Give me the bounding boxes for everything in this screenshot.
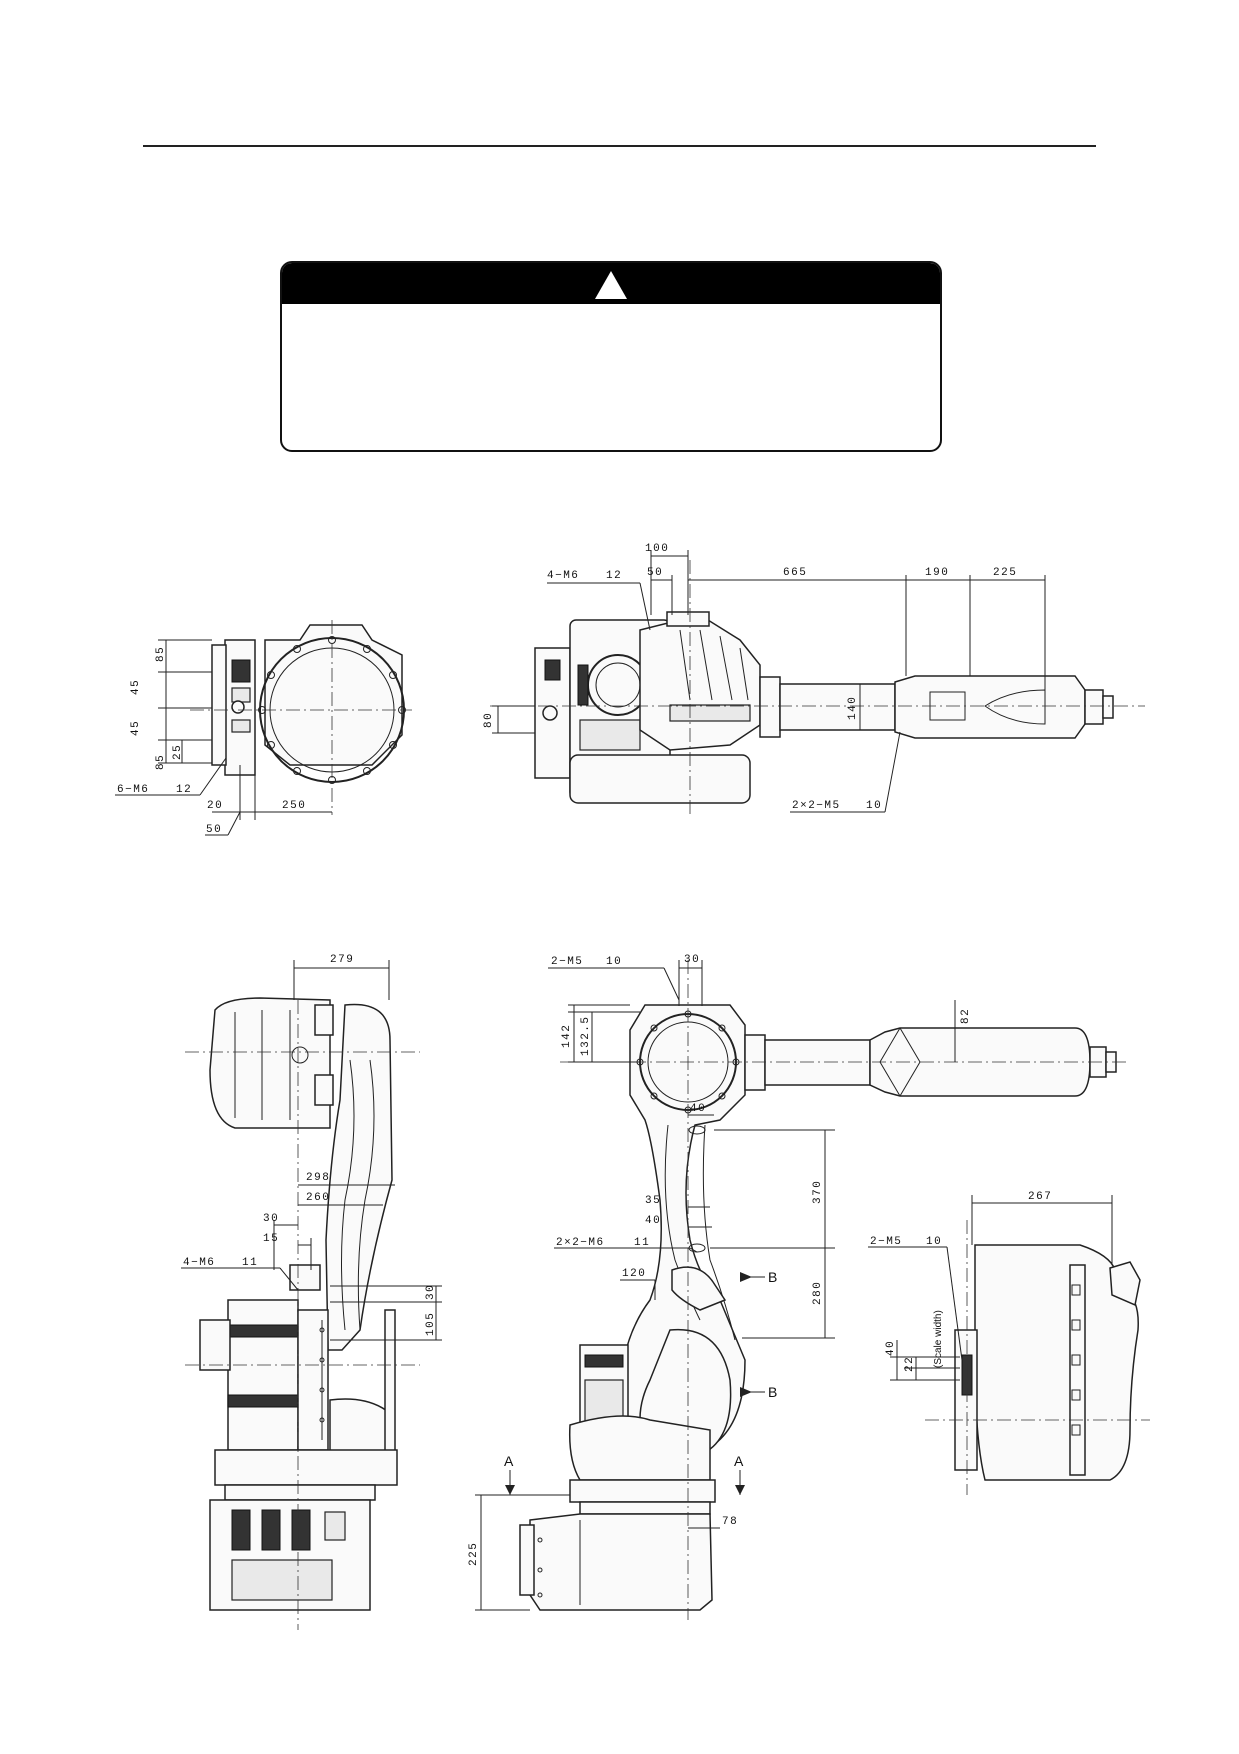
dim-v1-6m6-depth: 12 (176, 784, 192, 796)
dim-v3-15: 15 (263, 1233, 279, 1245)
dim-v5-267: 267 (1028, 1191, 1052, 1203)
dim-v5-2m5: 2−M5 (870, 1236, 902, 1248)
warning-triangle-icon (595, 271, 627, 299)
dim-v4-132-5: 132.5 (580, 1015, 592, 1056)
dim-v2-100: 100 (645, 543, 669, 555)
section-label-b-lower: B (768, 1384, 777, 1400)
warning-header (282, 263, 940, 304)
flange-bolt-holes (258, 636, 406, 784)
dim-v3-298: 298 (306, 1172, 330, 1184)
dim-v5-40: 40 (885, 1340, 897, 1356)
dim-v4-2x2m6-depth: 11 (634, 1237, 650, 1249)
dim-v3-105: 105 (425, 1312, 437, 1336)
dim-v3-30: 30 (263, 1213, 279, 1225)
view-flange-front: 85 45 45 85 25 6−M6 12 20 250 50 (115, 620, 412, 836)
dim-v4-2m5-depth: 10 (606, 956, 622, 968)
view-detail: 267 2−M5 10 40 22 (Scale width) (868, 1191, 1150, 1495)
dim-v1-20: 20 (207, 800, 223, 812)
dim-v3-260: 260 (306, 1192, 330, 1204)
dim-v4-225: 225 (468, 1542, 480, 1566)
dim-v3-279: 279 (330, 954, 354, 966)
dim-v4-142: 142 (561, 1024, 573, 1048)
header-rule (143, 145, 1096, 147)
scale-width-label: (Scale width) (933, 1310, 944, 1368)
dim-v2-190: 190 (925, 567, 949, 579)
section-label-a-left: A (504, 1453, 514, 1469)
dim-v4-30: 30 (684, 954, 700, 966)
dim-v1-85b: 85 (155, 754, 167, 770)
dim-v2-2x2m5-depth: 10 (866, 800, 882, 812)
dim-v4-40: 40 (690, 1103, 706, 1115)
dim-v2-80: 80 (483, 712, 495, 728)
dim-v5-2m5-depth: 10 (926, 1236, 942, 1248)
section-label-b-upper: B (768, 1269, 777, 1285)
dim-v3-4m6-depth: 11 (242, 1257, 258, 1269)
dim-v3-4m6: 4−M6 (183, 1257, 215, 1269)
dim-v2-50: 50 (647, 567, 663, 579)
section-label-a-right: A (734, 1453, 744, 1469)
dim-v5-22: 22 (904, 1356, 916, 1372)
dim-v1-250: 250 (282, 800, 306, 812)
dim-v1-85a: 85 (155, 646, 167, 662)
dim-v2-665: 665 (783, 567, 807, 579)
dim-v2-2x2m5: 2×2−M5 (792, 800, 841, 812)
dim-v4-2m5: 2−M5 (551, 956, 583, 968)
dim-v3-30b: 30 (425, 1284, 437, 1300)
view-side: 2−M5 10 30 142 132.5 82 40 370 35 40 2×2… (468, 954, 1130, 1620)
view-rear: 279 298 260 30 15 4−M6 11 30 105 (181, 954, 442, 1630)
dim-v1-45b: 45 (130, 720, 142, 736)
dim-v4-82: 82 (960, 1008, 972, 1024)
dim-v2-4m6-depth: 12 (606, 570, 622, 582)
dim-v4-2x2m6: 2×2−M6 (556, 1237, 605, 1249)
dim-v2-4m6: 4−M6 (547, 570, 579, 582)
dim-v4-40b: 40 (645, 1215, 661, 1227)
dim-v1-25: 25 (172, 744, 184, 760)
dim-v1-50: 50 (206, 824, 222, 836)
dim-v4-120: 120 (622, 1268, 646, 1280)
dim-v2-140: 140 (847, 696, 859, 720)
dim-v4-370: 370 (812, 1180, 824, 1204)
view-top: 100 50 665 190 225 4−M6 12 140 80 2×2−M5… (483, 543, 1145, 815)
dim-v4-78: 78 (722, 1516, 738, 1528)
dim-v4-35: 35 (645, 1195, 661, 1207)
dim-v4-280: 280 (812, 1281, 824, 1305)
dim-v2-225: 225 (993, 567, 1017, 579)
dim-v1-45a: 45 (130, 679, 142, 695)
dim-v1-6m6: 6−M6 (117, 784, 149, 796)
warning-box (280, 261, 942, 452)
